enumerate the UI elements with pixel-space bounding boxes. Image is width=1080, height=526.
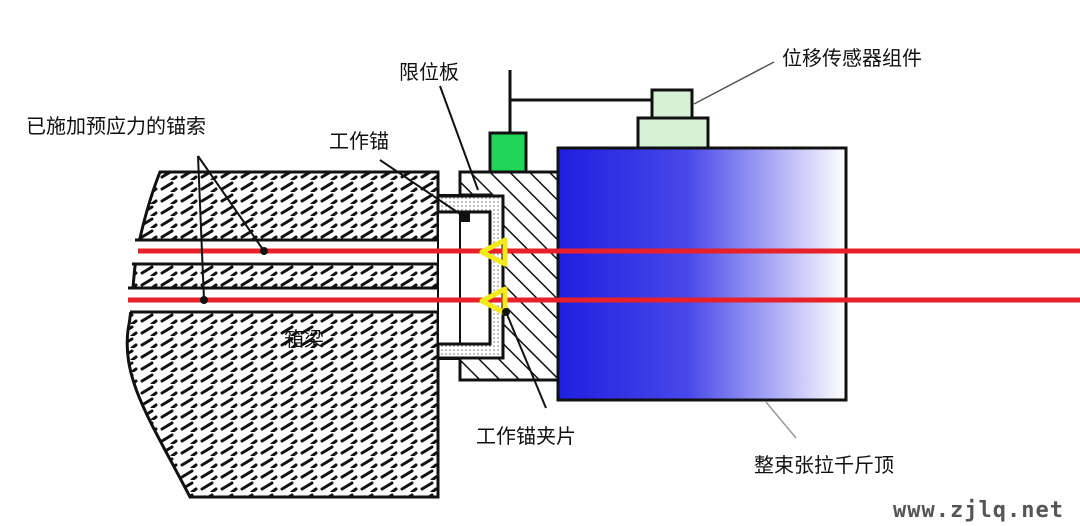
sensor-base — [636, 116, 710, 150]
leader-work-anchor — [379, 159, 467, 219]
label-anchor-clip: 工作锚夹片 — [476, 424, 576, 448]
box-girder-body — [125, 170, 440, 499]
leader-marker — [460, 212, 470, 222]
green-sensor-block — [488, 131, 528, 174]
leader-limit-plate — [439, 85, 479, 191]
leader-anchor-clip — [505, 311, 547, 409]
leader-dot — [260, 247, 268, 255]
sensor-head — [650, 88, 694, 120]
sensor-bracket — [508, 70, 652, 102]
leader-sensor — [693, 61, 775, 105]
leader-cable-upper — [197, 155, 265, 252]
label-limit-plate: 限位板 — [399, 60, 459, 84]
watermark: www.zjlq.net — [893, 498, 1064, 523]
label-prestressed-cables: 已施加预应力的锚索 — [26, 114, 206, 138]
label-box-girder: 箱梁 — [284, 327, 324, 351]
label-sensor-assembly: 位移传感器组件 — [782, 46, 922, 70]
anchor-end-zone — [437, 194, 461, 360]
leader-cable-lower — [197, 155, 205, 301]
label-work-anchor: 工作锚 — [329, 129, 389, 153]
anchor-clip-lower — [479, 286, 508, 316]
leader-jack — [765, 401, 797, 439]
leader-dot — [200, 296, 208, 304]
leader-dot — [502, 308, 510, 316]
label-jack: 整束张拉千斤顶 — [754, 453, 894, 477]
tensioning-jack — [556, 146, 848, 402]
anchor-clip-upper — [479, 237, 508, 267]
